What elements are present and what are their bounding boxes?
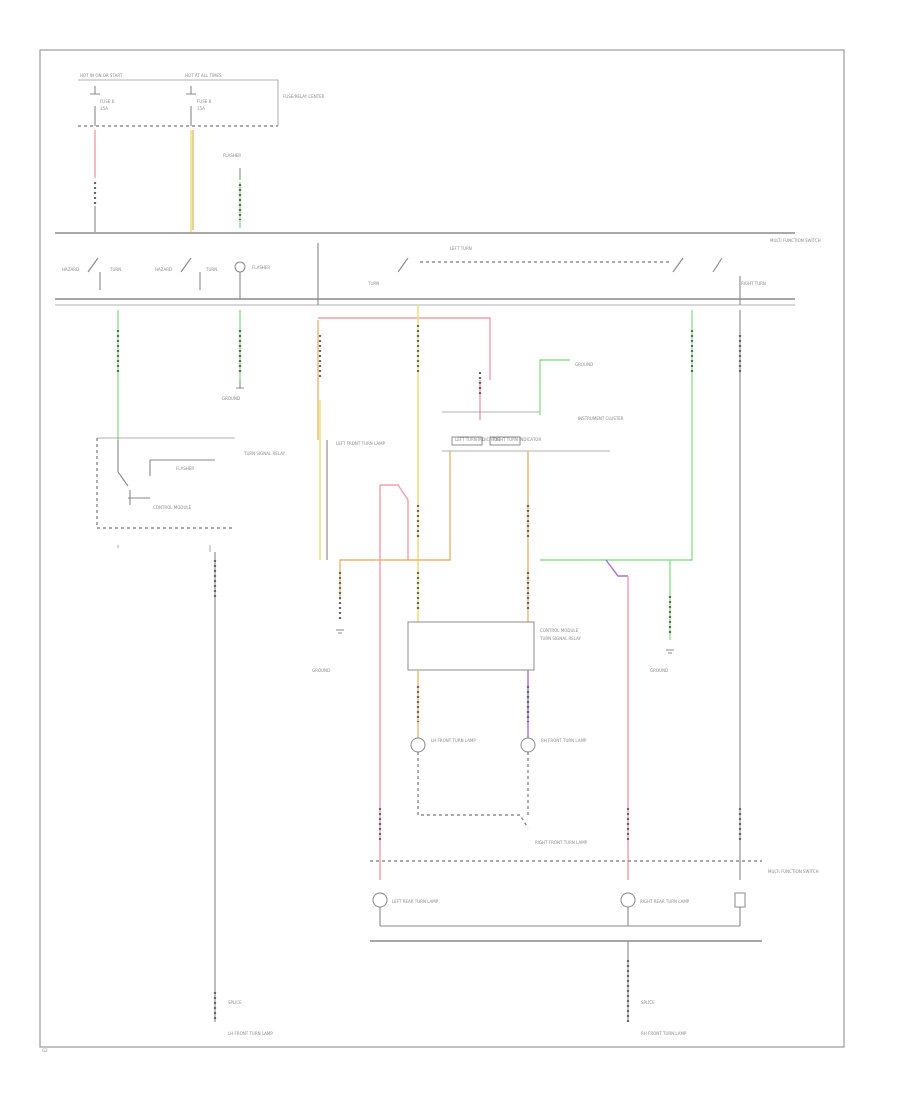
multi-function-label: MULTI FUNCTION SWITCH bbox=[770, 238, 821, 243]
fuse-block: HOT IN ON OR START HOT AT ALL TIMES FUSE… bbox=[78, 73, 325, 127]
fuse-a-label: FUSE 6 bbox=[100, 99, 115, 104]
flasher-relay-text: FLASHER bbox=[176, 466, 194, 471]
instrument-cluster-box: INSTRUMENT CLUSTER LEFT TURN INDICATOR R… bbox=[442, 411, 624, 452]
fuse-box-label: FUSE/RELAY CENTER bbox=[283, 94, 325, 99]
left-label-top: LEFT TURN bbox=[450, 246, 472, 251]
rear-lamp-bus: MULTI FUNCTION SWITCH LEFT REAR TURN LAM… bbox=[370, 860, 819, 942]
hot-label-left: HOT IN ON OR START bbox=[80, 73, 123, 78]
right-rear-label: RIGHT REAR TURN LAMP bbox=[640, 899, 690, 904]
turn-relay-label: TURN SIGNAL RELAY bbox=[243, 451, 286, 456]
hazard-label-1: HAZARD bbox=[62, 267, 79, 272]
fuse-b-label: FUSE 8 bbox=[197, 99, 212, 104]
control-module-label: CONTROL MODULE bbox=[153, 505, 192, 510]
footer-code: G2 bbox=[42, 1048, 48, 1053]
rear-connector-label: MULTI FUNCTION SWITCH bbox=[768, 869, 819, 874]
rh-front-turn-label-bottom: RH FRONT TURN LAMP bbox=[641, 1031, 687, 1036]
control-module-title: CONTROL MODULE bbox=[540, 628, 579, 633]
left-rear-label: LEFT REAR TURN LAMP bbox=[392, 899, 439, 904]
switch-lamp-label: FLASHER bbox=[252, 265, 270, 270]
control-module-sub: TURN SIGNAL RELAY bbox=[539, 636, 582, 641]
right-label-top: RIGHT TURN bbox=[741, 281, 766, 286]
hazard-label-2: HAZARD bbox=[155, 267, 172, 272]
rh-front-lamp bbox=[520, 737, 536, 753]
ground-gray-label: GROUND bbox=[575, 362, 593, 367]
right-front-turn-label: RIGHT FRONT TURN LAMP bbox=[535, 840, 588, 845]
turn-label-3: TURN bbox=[367, 281, 379, 286]
hot-label-right: HOT AT ALL TIMES bbox=[185, 73, 222, 78]
indicator-label-left: LEFT TURN INDICATOR bbox=[455, 437, 500, 442]
fuse-b-amp: 15A bbox=[197, 106, 205, 111]
switch-bus: MULTI FUNCTION SWITCH HAZARD TURN HAZARD… bbox=[55, 232, 821, 306]
lh-front-turn-label: LH FRONT TURN LAMP bbox=[228, 1031, 273, 1036]
splice-right-label: SPLICE bbox=[641, 1000, 655, 1005]
green-wire-top bbox=[539, 359, 570, 415]
left-ground-label: GROUND bbox=[312, 668, 330, 673]
control-module: CONTROL MODULE TURN SIGNAL RELAY bbox=[407, 621, 582, 671]
turn-relay-box: TURN SIGNAL RELAY CONTROL MODULE FLASHER bbox=[96, 437, 286, 552]
ground-g-label: GROUND bbox=[222, 396, 240, 401]
green-wire-right bbox=[540, 310, 693, 561]
diagram-frame bbox=[39, 49, 845, 1048]
pink-wire-a bbox=[318, 317, 491, 380]
rh-front-lamp-label: RH FRONT TURN LAMP bbox=[541, 738, 587, 743]
flasher-label: FLASHER bbox=[223, 153, 241, 158]
flasher-top: FLASHER bbox=[223, 153, 241, 228]
indicator-label-right: RIGHT TURN INDICATOR bbox=[493, 437, 541, 442]
splice-left-label: SPLICE bbox=[228, 1000, 242, 1005]
instrument-cluster-label: INSTRUMENT CLUSTER bbox=[578, 416, 624, 421]
left-front-turn-label: LEFT FRONT TURN LAMP bbox=[336, 441, 386, 446]
right-ground-label: GROUND bbox=[650, 668, 668, 673]
lh-front-lamp-label: LH FRONT TURN LAMP bbox=[431, 738, 476, 743]
turn-label-1: TURN bbox=[109, 267, 121, 272]
lh-front-lamp bbox=[410, 737, 426, 753]
turn-label-2: TURN bbox=[205, 267, 217, 272]
fuse-a-amp: 15A bbox=[100, 106, 108, 111]
